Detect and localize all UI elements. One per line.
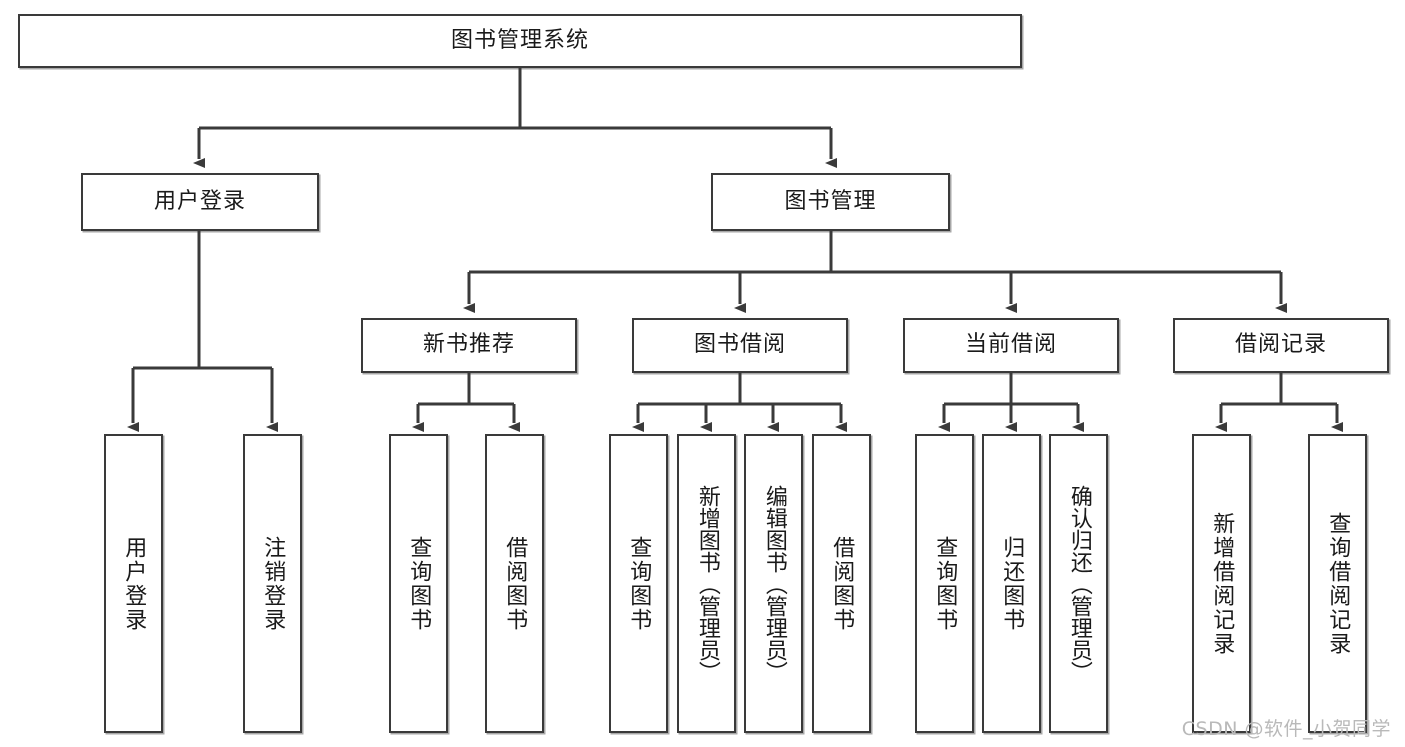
leaf-current-borrow-query[interactable]: 查询图书 [915,434,974,733]
leaf-borrow-record-add[interactable]: 新增借阅记录 [1192,434,1251,733]
leaf-user-login-signout[interactable]: 注销登录 [243,434,302,733]
leaf-borrow-record-query[interactable]: 查询借阅记录 [1308,434,1367,733]
node-user-login[interactable]: 用户登录 [81,173,319,231]
leaf-book-borrow-edit[interactable]: 编辑图书（管理员） [744,434,803,733]
leaf-book-borrow-add[interactable]: 新增图书（管理员） [677,434,736,733]
node-book-management[interactable]: 图书管理 [711,173,950,231]
watermark: CSDN @软件_小贺同学 [1181,718,1391,740]
leaf-current-borrow-confirm[interactable]: 确认归还（管理员） [1049,434,1108,733]
node-current-borrow[interactable]: 当前借阅 [903,318,1119,373]
node-root[interactable]: 图书管理系统 [18,14,1022,68]
leaf-user-login-signin[interactable]: 用户登录 [104,434,163,733]
leaf-book-borrow-lend[interactable]: 借阅图书 [812,434,871,733]
leaf-new-book-borrow[interactable]: 借阅图书 [485,434,544,733]
node-new-book-recommend[interactable]: 新书推荐 [361,318,577,373]
node-borrow-record[interactable]: 借阅记录 [1173,318,1389,373]
leaf-book-borrow-query[interactable]: 查询图书 [609,434,668,733]
leaf-current-borrow-return[interactable]: 归还图书 [982,434,1041,733]
node-book-borrow[interactable]: 图书借阅 [632,318,848,373]
leaf-new-book-query[interactable]: 查询图书 [389,434,448,733]
